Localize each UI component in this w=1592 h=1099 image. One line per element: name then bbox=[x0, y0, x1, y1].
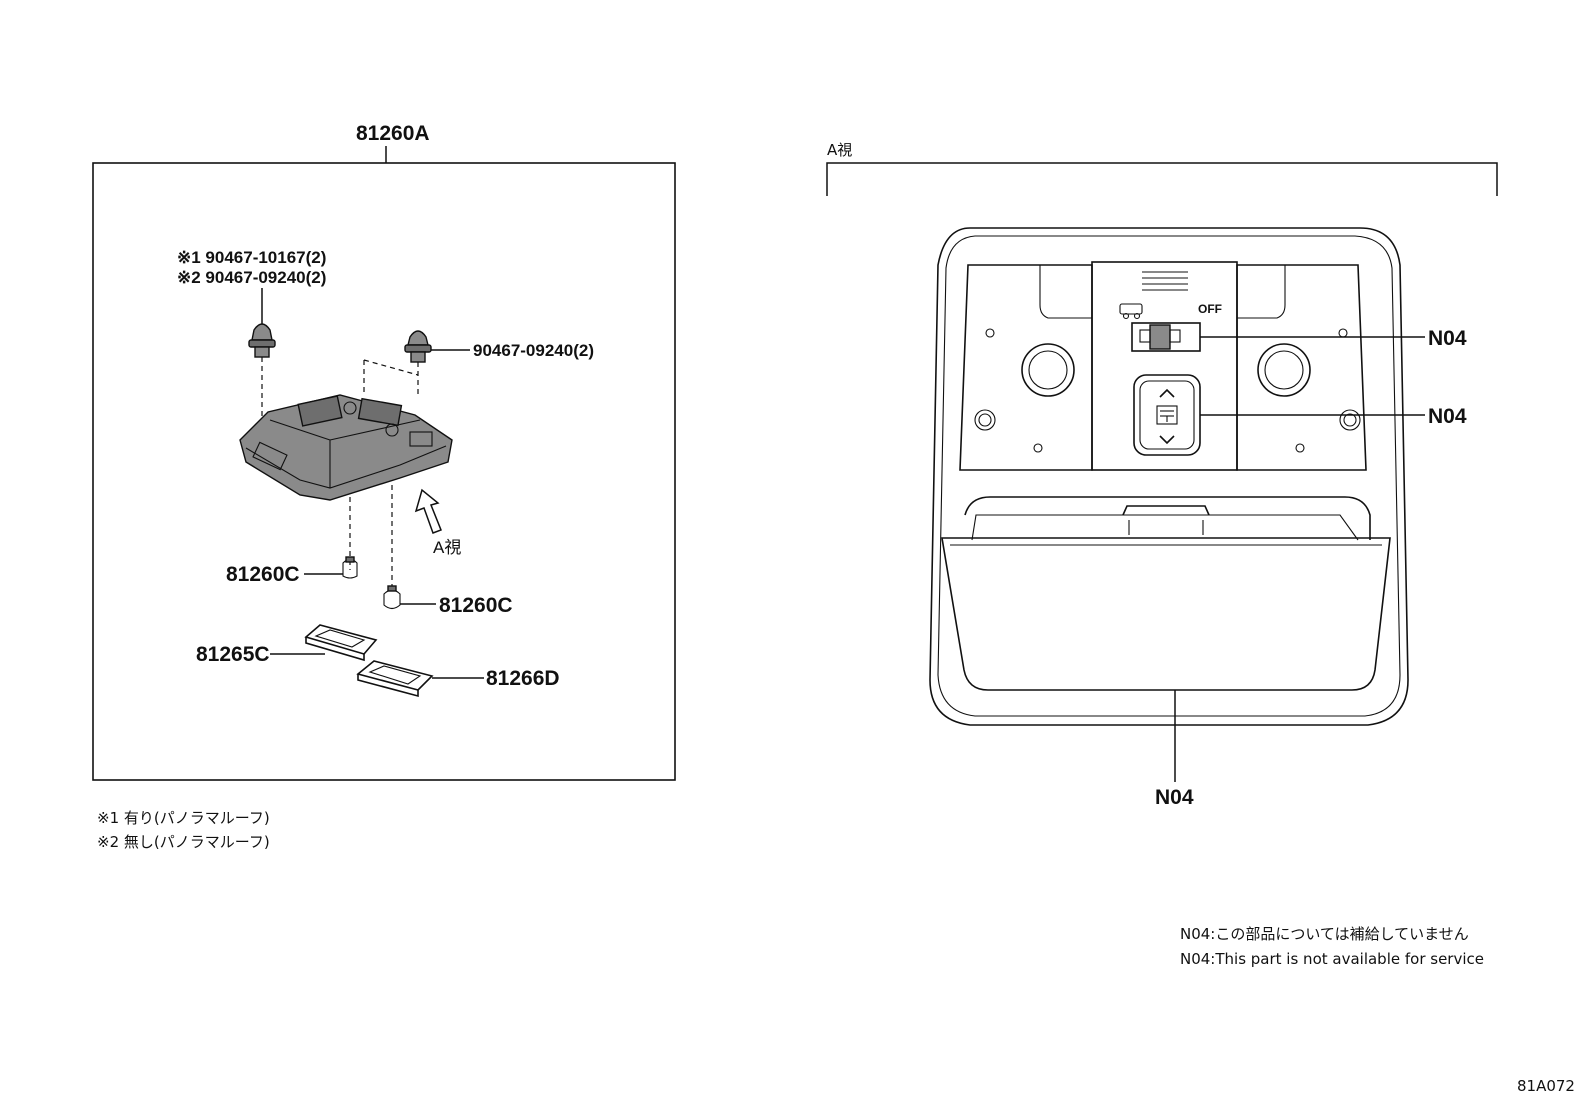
sunroof-icon bbox=[1156, 405, 1178, 425]
assembly-label: 81260A bbox=[356, 122, 430, 145]
door-lamp-switch: OFF bbox=[1119, 302, 1222, 352]
callout-bottom: N04 bbox=[1155, 786, 1194, 809]
clip-right-icon bbox=[404, 330, 432, 363]
bulb-right-icon bbox=[383, 585, 401, 610]
clip-label: 90467-09240(2) bbox=[473, 341, 594, 360]
sunglass-holder bbox=[941, 496, 1391, 691]
console-housing bbox=[239, 394, 453, 501]
vent-icon bbox=[1142, 271, 1188, 291]
map-lamp-right-icon bbox=[1257, 343, 1311, 397]
sunroof-switch bbox=[1133, 374, 1201, 456]
bulb-left-icon bbox=[342, 556, 358, 579]
service-note-en: N04:This part is not available for servi… bbox=[1180, 950, 1484, 968]
car-door-icon bbox=[1119, 303, 1143, 320]
fastener-note-1: ※1 90467-10167(2) bbox=[177, 248, 326, 267]
callout-middle: N04 bbox=[1428, 405, 1467, 428]
service-note-jp: N04:この部品については補給していません bbox=[1180, 925, 1469, 943]
switch-off-label: OFF bbox=[1198, 302, 1222, 316]
clip-left-icon bbox=[248, 323, 276, 358]
bulb-right-label: 81260C bbox=[439, 594, 513, 617]
view-arrow-label: A視 bbox=[433, 538, 461, 557]
callout-top: N04 bbox=[1428, 327, 1467, 350]
assembly-frame bbox=[92, 162, 676, 781]
map-lamp-left-icon bbox=[1021, 343, 1075, 397]
chevron-down-icon bbox=[1159, 435, 1175, 445]
view-arrow-icon bbox=[414, 488, 442, 534]
view-a-group: A視 bbox=[826, 141, 1498, 809]
fastener-note-2: ※2 90467-09240(2) bbox=[177, 268, 326, 287]
lens-left-label: 81265C bbox=[196, 643, 270, 666]
bulb-left-label: 81260C bbox=[226, 563, 300, 586]
footnote-1: ※1 有り(パノラマルーフ) bbox=[97, 809, 270, 827]
lens-left-icon bbox=[304, 624, 378, 662]
chevron-up-icon bbox=[1159, 388, 1175, 398]
assembly-group: 81260A ※1 90467-10167(2) ※2 90467-09240(… bbox=[92, 122, 676, 781]
overhead-console: OFF bbox=[929, 227, 1409, 726]
lens-right-label: 81266D bbox=[486, 667, 560, 690]
footnote-2: ※2 無し(パノラマルーフ) bbox=[97, 833, 270, 851]
lens-right-icon bbox=[356, 660, 434, 698]
view-label: A視 bbox=[827, 141, 852, 159]
figure-code: 81A072 bbox=[1517, 1077, 1575, 1095]
view-bracket bbox=[826, 162, 1498, 196]
